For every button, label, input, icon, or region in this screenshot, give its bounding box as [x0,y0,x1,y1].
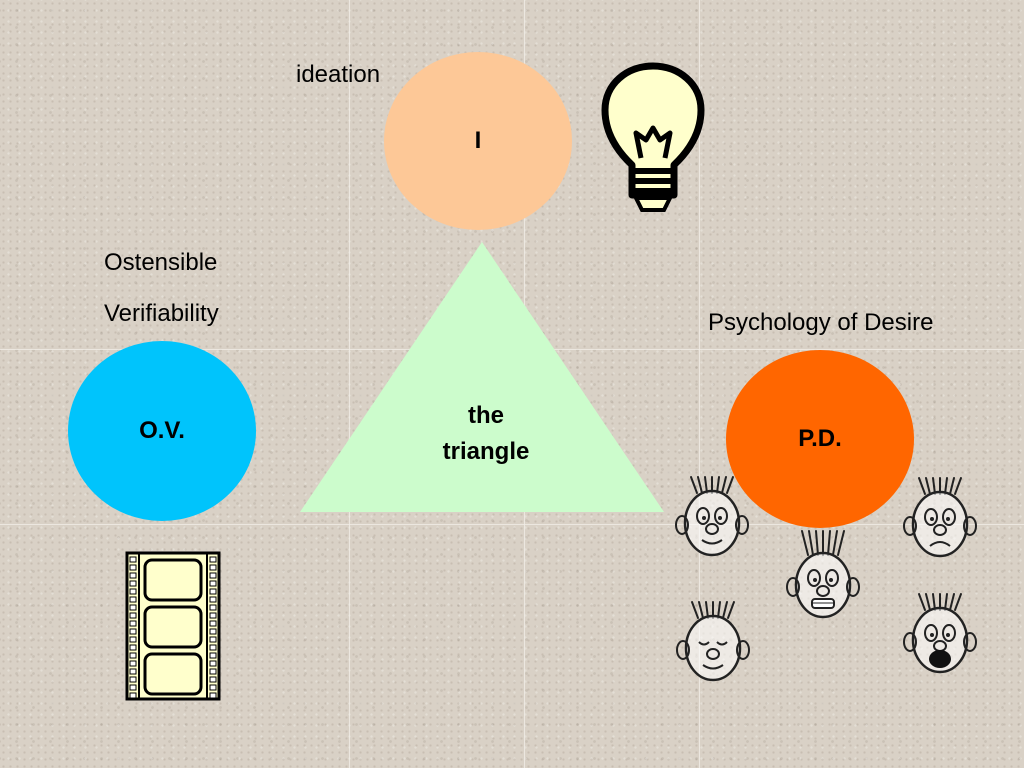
cartoon-face-icon [675,476,749,557]
cartoon-face-icon [903,593,977,674]
triangle-label: the triangle [386,398,586,470]
cartoon-face-icon [676,601,750,682]
grid-line [0,524,1024,525]
lightbulb-icon [601,62,705,212]
grid-line [699,0,700,768]
pd-circle: P.D. [726,350,914,528]
pd-label: Psychology of Desire [708,309,934,336]
film-strip-icon [125,551,221,701]
ov-label-line1: Ostensible [104,249,218,276]
triangle-label-line1: the [468,402,504,429]
ov-circle-text: O.V. [139,417,185,444]
cartoon-face-icon [903,477,977,558]
triangle-label-line2: triangle [442,438,530,465]
triangle-shape [300,242,664,512]
grid-line [349,0,350,768]
ov-circle: O.V. [68,341,256,521]
cartoon-face-icon [786,530,860,619]
ideation-circle: I [384,52,572,230]
ideation-circle-text: I [474,127,482,154]
ov-label-line2: Verifiability [104,300,219,327]
pd-circle-text: P.D. [798,425,842,452]
ideation-label: ideation [296,61,381,88]
